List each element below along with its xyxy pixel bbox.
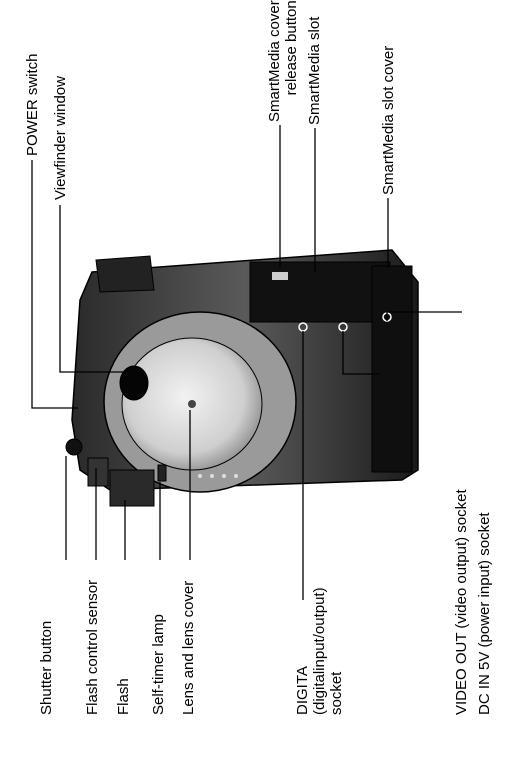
viewfinder-window [119, 365, 149, 401]
label-video-out-socket: VIDEO OUT (video output) socket [453, 489, 470, 715]
label-shutter-button: Shutter button [38, 620, 55, 715]
label-viewfinder-window: Viewfinder window [52, 76, 69, 200]
lens-center-icon [188, 400, 196, 408]
smartmedia-slot-cover [371, 265, 413, 473]
label-smartmedia-slot: SmartMedia slot [306, 16, 323, 125]
label-dc-in-socket: DC IN 5V (power input) socket [476, 512, 493, 715]
label-flash: Flash [115, 678, 132, 715]
label-smartmedia-slot-cover: SmartMedia slot cover [380, 45, 397, 195]
label-power-switch: POWER switch [24, 53, 41, 156]
self-timer-lamp [157, 464, 167, 482]
label-digita-socket: DIGITA (digitalinput/output) socket [294, 587, 345, 715]
flash-control-sensor [87, 457, 109, 487]
label-self-timer-lamp: Self-timer lamp [150, 614, 167, 715]
label-smartmedia-cover-release: SmartMedia cover release button [266, 0, 300, 122]
leader-lines [31, 125, 462, 600]
front-detail-dots [198, 474, 238, 478]
smartmedia-slot-area [249, 261, 391, 323]
label-lens-and-lens-cover: Lens and lens cover [180, 580, 197, 715]
smartmedia-release-button [272, 272, 288, 280]
camera-top-bump [95, 255, 155, 293]
shutter-button [65, 438, 83, 456]
label-flash-control-sensor: Flash control sensor [84, 579, 101, 715]
flash-window [109, 469, 155, 507]
